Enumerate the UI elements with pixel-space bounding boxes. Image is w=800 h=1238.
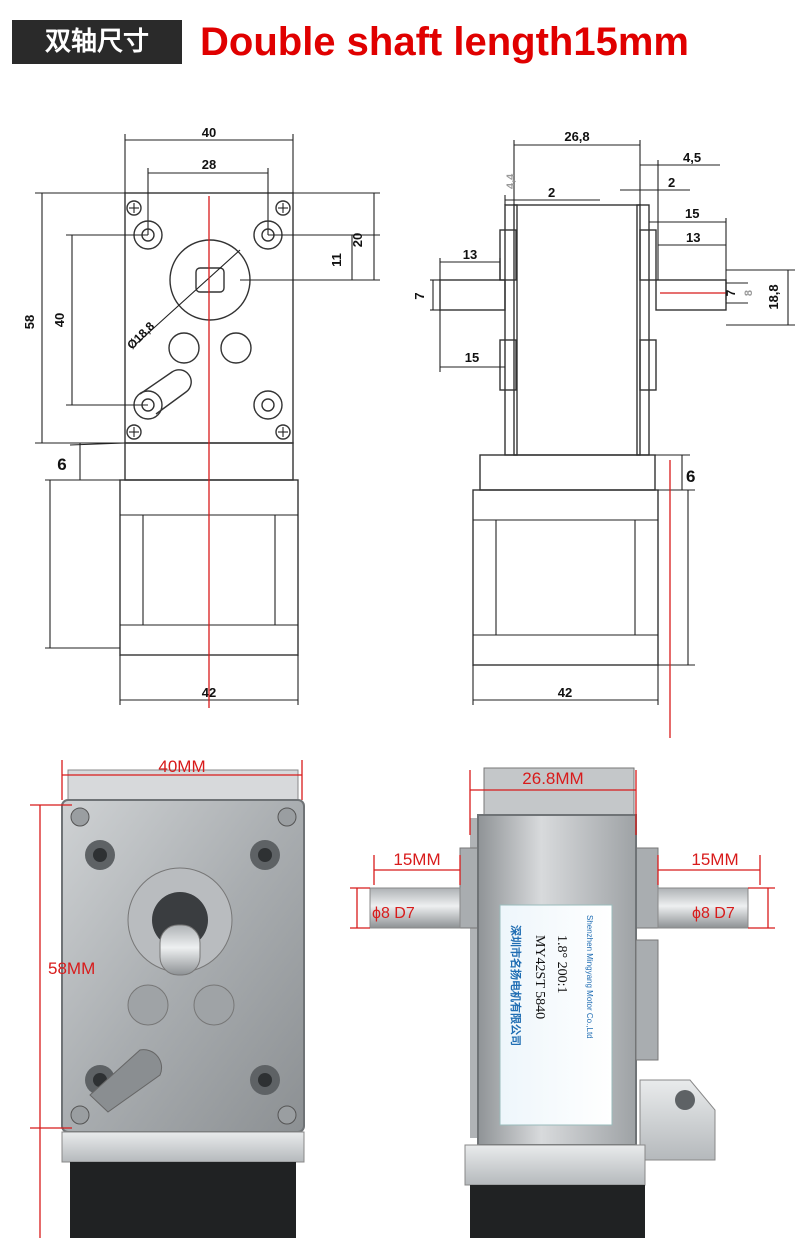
dim-front-width: 40	[202, 125, 216, 140]
photo-left-shaft-length: 15MM	[393, 850, 440, 869]
dim-side-13-right: 13	[686, 230, 700, 245]
dim-side-motor: 42	[558, 685, 572, 700]
dim-boss-diameter: Ø18,8	[124, 319, 157, 352]
dim-side-depth: 26,8	[564, 129, 589, 144]
dim-side-18-8: 18,8	[766, 284, 781, 309]
page-title: Double shaft length15mm	[200, 20, 689, 64]
dim-side-15-right: 15	[685, 206, 699, 221]
side-right-shaft	[655, 279, 727, 311]
photo-front-height: 58MM	[48, 959, 95, 978]
side-motor-outline	[472, 489, 659, 666]
motor-nameplate	[499, 904, 613, 1126]
photo-left-shaft	[369, 887, 461, 929]
nameplate-spec: 1.8° 200:1	[554, 935, 569, 994]
dim-front-58: 58	[22, 315, 37, 329]
photo-right-shaft-dia: ϕ8 D7	[692, 905, 735, 922]
corner-screws	[126, 200, 291, 440]
dim-side-8: 8	[743, 290, 755, 296]
photo-right-shaft	[657, 887, 749, 929]
side-motor-body	[470, 1185, 645, 1238]
nameplate-company-en: Shenzhen Mingyang Motor Co.,Ltd	[585, 915, 594, 1039]
dim-side-7-left: 7	[412, 292, 427, 299]
dim-front-gap: 6	[57, 455, 66, 474]
side-gearbox-outline	[513, 204, 641, 456]
front-output-shaft	[159, 924, 201, 976]
header: 双轴尺寸 Double shaft length15mm	[0, 0, 800, 90]
dim-side-4-4: 4,4	[505, 173, 517, 189]
dim-side-4-5: 4,5	[683, 150, 701, 165]
front-motor-body	[70, 1162, 296, 1238]
front-photo: 40MM 58MM	[30, 757, 305, 1238]
dim-front-11: 11	[329, 253, 344, 267]
side-left-shaft	[439, 279, 506, 311]
photo-side-depth: 26.8MM	[522, 769, 583, 788]
header-badge: 双轴尺寸	[12, 20, 182, 64]
dim-side-gap: 6	[686, 467, 695, 486]
dim-side-2-left: 2	[548, 185, 555, 200]
dim-side-15-left: 15	[465, 350, 479, 365]
side-photo: 深圳市名扬电机有限公司 MY42ST 5840 1.8° 200:1 Shenz…	[350, 767, 775, 1238]
dim-front-20: 20	[350, 233, 365, 247]
dim-side-7-right: 7	[724, 289, 738, 296]
photo-front-width: 40MM	[158, 757, 205, 776]
photo-left-shaft-dia: ϕ8 D7	[372, 905, 415, 922]
dim-side-2-right: 2	[668, 175, 675, 190]
dim-hole-spacing: 28	[202, 157, 216, 172]
front-drawing: 40 28 Ø18,8 20 11	[22, 125, 380, 708]
nameplate-company: 深圳市名扬电机有限公司	[509, 925, 523, 1046]
photo-right-shaft-length: 15MM	[691, 850, 738, 869]
nameplate-model: MY42ST 5840	[532, 935, 547, 1019]
dim-side-13-left: 13	[463, 247, 477, 262]
side-drawing: 26,8 4,5 4,4 2 2 15 13 13 15 7	[412, 129, 795, 738]
dim-front-hole-40: 40	[52, 313, 67, 327]
